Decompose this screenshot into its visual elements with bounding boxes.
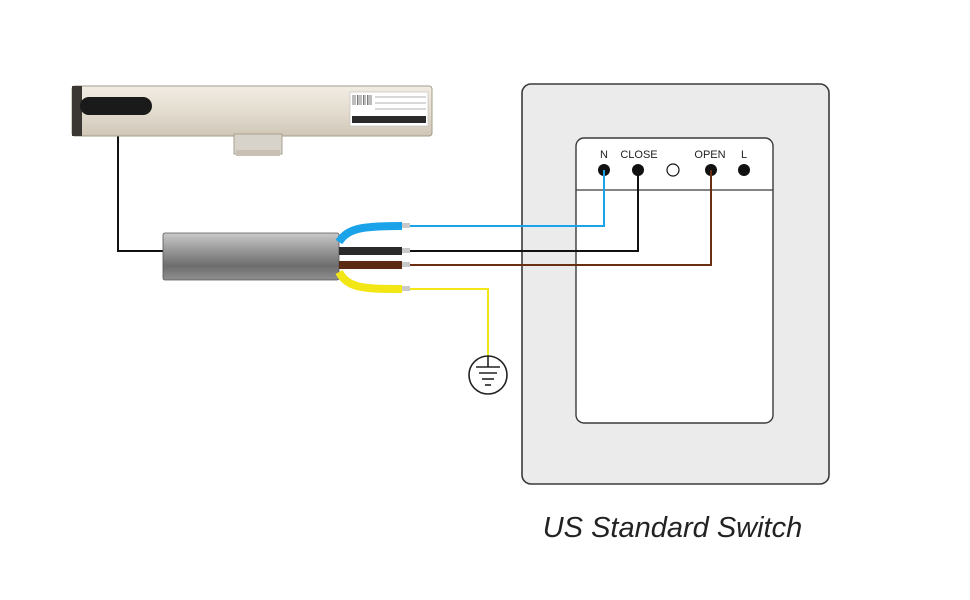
open-wire-tip bbox=[402, 262, 410, 267]
ground-wire-tip bbox=[402, 286, 410, 291]
actuator-endcap bbox=[72, 86, 82, 136]
open-wire bbox=[410, 170, 712, 266]
terminal-label-l: L bbox=[741, 149, 747, 161]
window-actuator bbox=[71, 85, 433, 156]
cable-sheath bbox=[162, 232, 340, 281]
terminal-unused bbox=[666, 163, 680, 177]
ground-wire-insulation bbox=[335, 269, 403, 293]
terminal-label-open: OPEN bbox=[694, 149, 725, 161]
actuator-lead-wire bbox=[117, 132, 166, 252]
terminal-label-n: N bbox=[600, 149, 608, 161]
terminal-l bbox=[738, 164, 750, 176]
neutral-wire-tip bbox=[402, 223, 410, 228]
close-wire bbox=[410, 170, 639, 252]
close-wire-tip bbox=[402, 248, 410, 253]
ground-wire bbox=[410, 288, 489, 356]
barcode-icon bbox=[352, 94, 372, 106]
actuator-spec-label bbox=[349, 91, 429, 127]
actuator-bracket-base bbox=[236, 150, 280, 156]
terminal-label-close: CLOSE bbox=[620, 149, 657, 161]
earth-ground-icon bbox=[468, 355, 508, 395]
neutral-wire bbox=[410, 170, 605, 227]
switch-module bbox=[575, 137, 774, 424]
actuator-slot bbox=[80, 97, 152, 115]
neutral-wire-insulation bbox=[335, 222, 403, 245]
